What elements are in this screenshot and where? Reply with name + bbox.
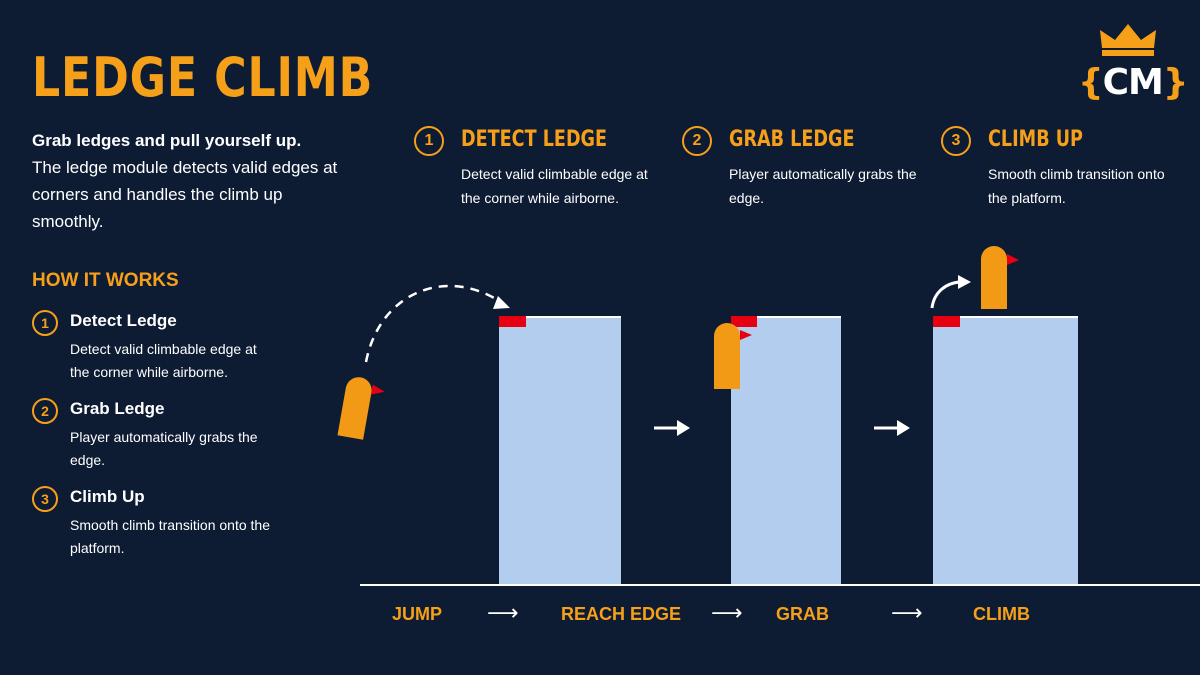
intro-body: The ledge module detects valid edges at … — [32, 158, 338, 231]
brand-logo: {CM} — [1078, 22, 1189, 112]
jump-trajectory — [364, 284, 506, 363]
intro-text: Grab ledges and pull yourself up. The le… — [32, 127, 352, 235]
intro-lead: Grab ledges and pull yourself up. — [32, 131, 302, 150]
how-it-works-list: 1 Detect Ledge Detect valid climbable ed… — [32, 308, 362, 572]
right-arrow-icon: ⟶ — [711, 600, 743, 625]
right-arrow-icon: ⟶ — [487, 600, 519, 625]
how-step-climb: 3 Climb Up Smooth climb transition onto … — [32, 484, 362, 572]
right-arrow-icon — [874, 420, 910, 436]
step-number-badge: 2 — [682, 126, 712, 156]
how-step-title: Climb Up — [70, 487, 145, 506]
player-grabbing — [714, 323, 752, 389]
platform-2 — [731, 317, 841, 585]
ledge-marker — [499, 316, 526, 327]
platform-3 — [933, 317, 1078, 585]
how-step-desc: Smooth climb transition onto the platfor… — [70, 517, 270, 556]
top-step-title: CLIMB UP — [988, 127, 1083, 152]
top-step-title: DETECT LEDGE — [461, 127, 608, 152]
player-jumping — [337, 377, 385, 440]
logo-text: {CM} — [1078, 62, 1189, 103]
step-number-badge: 3 — [941, 126, 971, 156]
top-step-desc: Detect valid climbable edge at the corne… — [461, 166, 648, 206]
curved-arrow-icon — [958, 275, 971, 289]
step-number-badge: 3 — [32, 486, 58, 512]
right-arrow-icon — [654, 420, 690, 436]
how-step-detect: 1 Detect Ledge Detect valid climbable ed… — [32, 308, 362, 396]
how-step-grab: 2 Grab Ledge Player automatically grabs … — [32, 396, 362, 484]
how-step-desc: Detect valid climbable edge at the corne… — [70, 341, 257, 380]
top-step-desc: Player automatically grabs the edge. — [729, 166, 917, 206]
flow-label-jump: JUMP — [392, 604, 443, 624]
how-step-title: Detect Ledge — [70, 311, 177, 330]
crown-icon — [1100, 24, 1156, 56]
ledge-marker — [933, 316, 960, 327]
how-step-title: Grab Ledge — [70, 399, 165, 418]
climb-arrow — [930, 280, 961, 309]
flow-label-grab: GRAB — [776, 604, 829, 624]
step-number-badge: 1 — [414, 126, 444, 156]
flow-label-climb: CLIMB — [973, 604, 1030, 624]
step-number-badge: 2 — [32, 398, 58, 424]
flow-label-reach-edge: REACH EDGE — [561, 604, 682, 624]
how-step-desc: Player automatically grabs the edge. — [70, 429, 258, 468]
top-step-title: GRAB LEDGE — [729, 127, 855, 152]
top-step-desc: Smooth climb transition onto the platfor… — [988, 166, 1165, 206]
step-number-badge: 1 — [32, 310, 58, 336]
ledge-marker — [731, 316, 757, 327]
right-arrow-icon: ⟶ — [891, 600, 923, 625]
how-it-works-heading: HOW IT WORKS — [32, 270, 179, 291]
player-climbed — [981, 246, 1019, 309]
curved-arrow-icon — [493, 296, 510, 309]
platform-1 — [499, 317, 621, 585]
page-title: LEDGE CLIMB — [32, 46, 374, 109]
